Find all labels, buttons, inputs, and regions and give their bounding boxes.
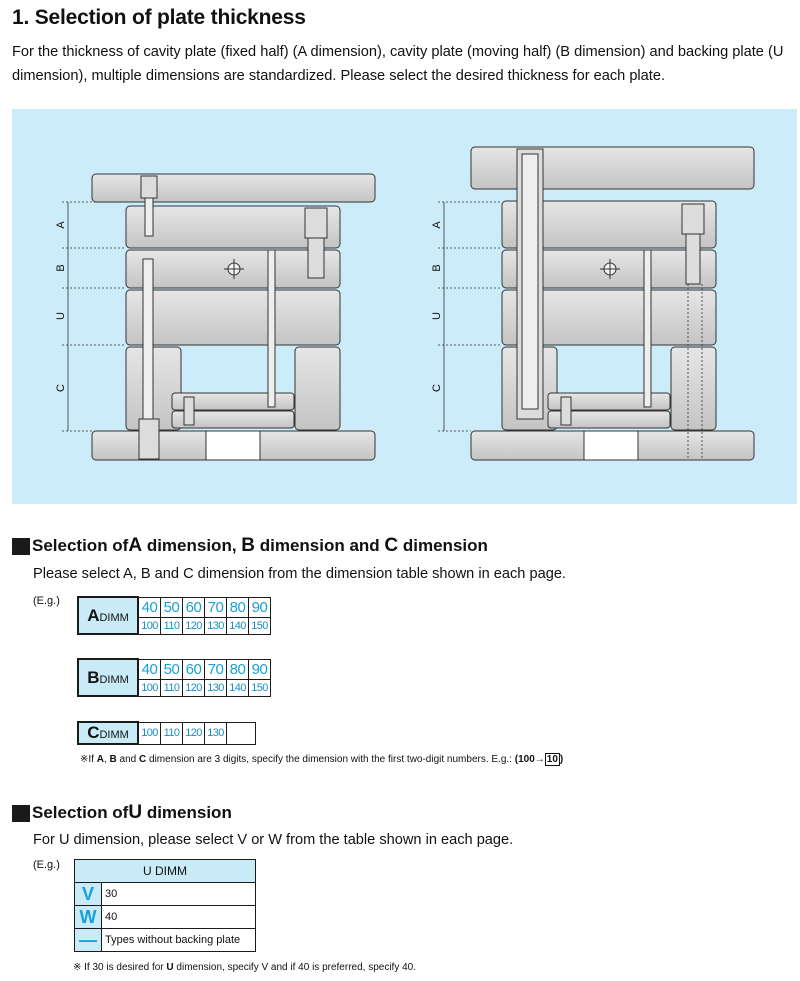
u-dimm-header: U DIMM bbox=[74, 859, 256, 883]
ko-hole-right bbox=[583, 430, 639, 461]
a-dimm-label: ADIMM bbox=[77, 596, 139, 635]
dim-label-u-left: U bbox=[55, 312, 67, 320]
dim-label-b-right: B bbox=[431, 264, 443, 271]
dim-label-c-right: C bbox=[431, 384, 443, 392]
section-heading-abc: Selection of A dimension, B dimension an… bbox=[12, 535, 488, 557]
abc-note: ※If A, B and C dimension are 3 digits, s… bbox=[80, 753, 564, 766]
mold-base-diagram: A B U C bbox=[55, 146, 755, 461]
u-value-w: 40 bbox=[101, 905, 256, 929]
a-plate-left bbox=[125, 205, 341, 249]
example-label-u: (E.g.) bbox=[33, 859, 60, 871]
c-dimension-table: CDIMM 100 110 120 130 bbox=[77, 721, 256, 745]
spacer-block-left-2 bbox=[294, 346, 341, 431]
spacer-block-right-2 bbox=[670, 346, 717, 431]
square-bullet-icon bbox=[12, 804, 30, 822]
ko-hole-left bbox=[205, 430, 261, 461]
dim-label-a-right: A bbox=[431, 221, 443, 229]
c-dimm-label: CDIMM bbox=[77, 721, 139, 745]
ejector-retainer-left bbox=[171, 392, 295, 411]
dim-label-c-left: C bbox=[55, 384, 67, 392]
ejector-plate-right bbox=[547, 410, 671, 429]
example-label-abc: (E.g.) bbox=[33, 595, 60, 607]
dim-label-u-right: U bbox=[431, 312, 443, 320]
u-key-w: W bbox=[74, 905, 102, 929]
dim-label-b-left: B bbox=[55, 264, 67, 271]
u-key-v: V bbox=[74, 882, 102, 906]
mold-right bbox=[470, 146, 755, 461]
square-bullet-icon bbox=[12, 537, 30, 555]
u-dimension-table: U DIMM V 30 W 40 — Types without backing… bbox=[74, 859, 256, 952]
intro-paragraph: For the thickness of cavity plate (fixed… bbox=[12, 44, 784, 84]
page-title: 1. Selection of plate thickness bbox=[12, 6, 306, 29]
top-clamp-plate-right bbox=[470, 146, 755, 190]
u-plate-right bbox=[501, 289, 717, 346]
mold-diagram-panel: A B U C bbox=[12, 109, 797, 504]
u-plate-left bbox=[125, 289, 341, 346]
a-dimension-table: ADIMM 40 50 60 70 80 90 100 110 120 130 … bbox=[77, 596, 271, 635]
ejector-retainer-right bbox=[547, 392, 671, 411]
section-abc-description: Please select A, B and C dimension from … bbox=[33, 566, 566, 582]
u-note: ※ If 30 is desired for U dimension, spec… bbox=[73, 962, 416, 973]
u-value-none: Types without backing plate bbox=[101, 928, 256, 952]
section-u-description: For U dimension, please select V or W fr… bbox=[33, 832, 514, 848]
section-heading-u: Selection of U dimension bbox=[12, 802, 232, 824]
dim-label-a-left: A bbox=[55, 221, 67, 229]
u-key-none: — bbox=[74, 928, 102, 952]
ejector-plate-left bbox=[171, 410, 295, 429]
mold-left bbox=[91, 173, 376, 461]
b-dimm-label: BDIMM bbox=[77, 658, 139, 697]
u-value-v: 30 bbox=[101, 882, 256, 906]
b-dimension-table: BDIMM 40 50 60 70 80 90 100 110 120 130 … bbox=[77, 658, 271, 697]
top-clamp-plate-left bbox=[91, 173, 376, 203]
a-plate-right bbox=[501, 200, 717, 249]
